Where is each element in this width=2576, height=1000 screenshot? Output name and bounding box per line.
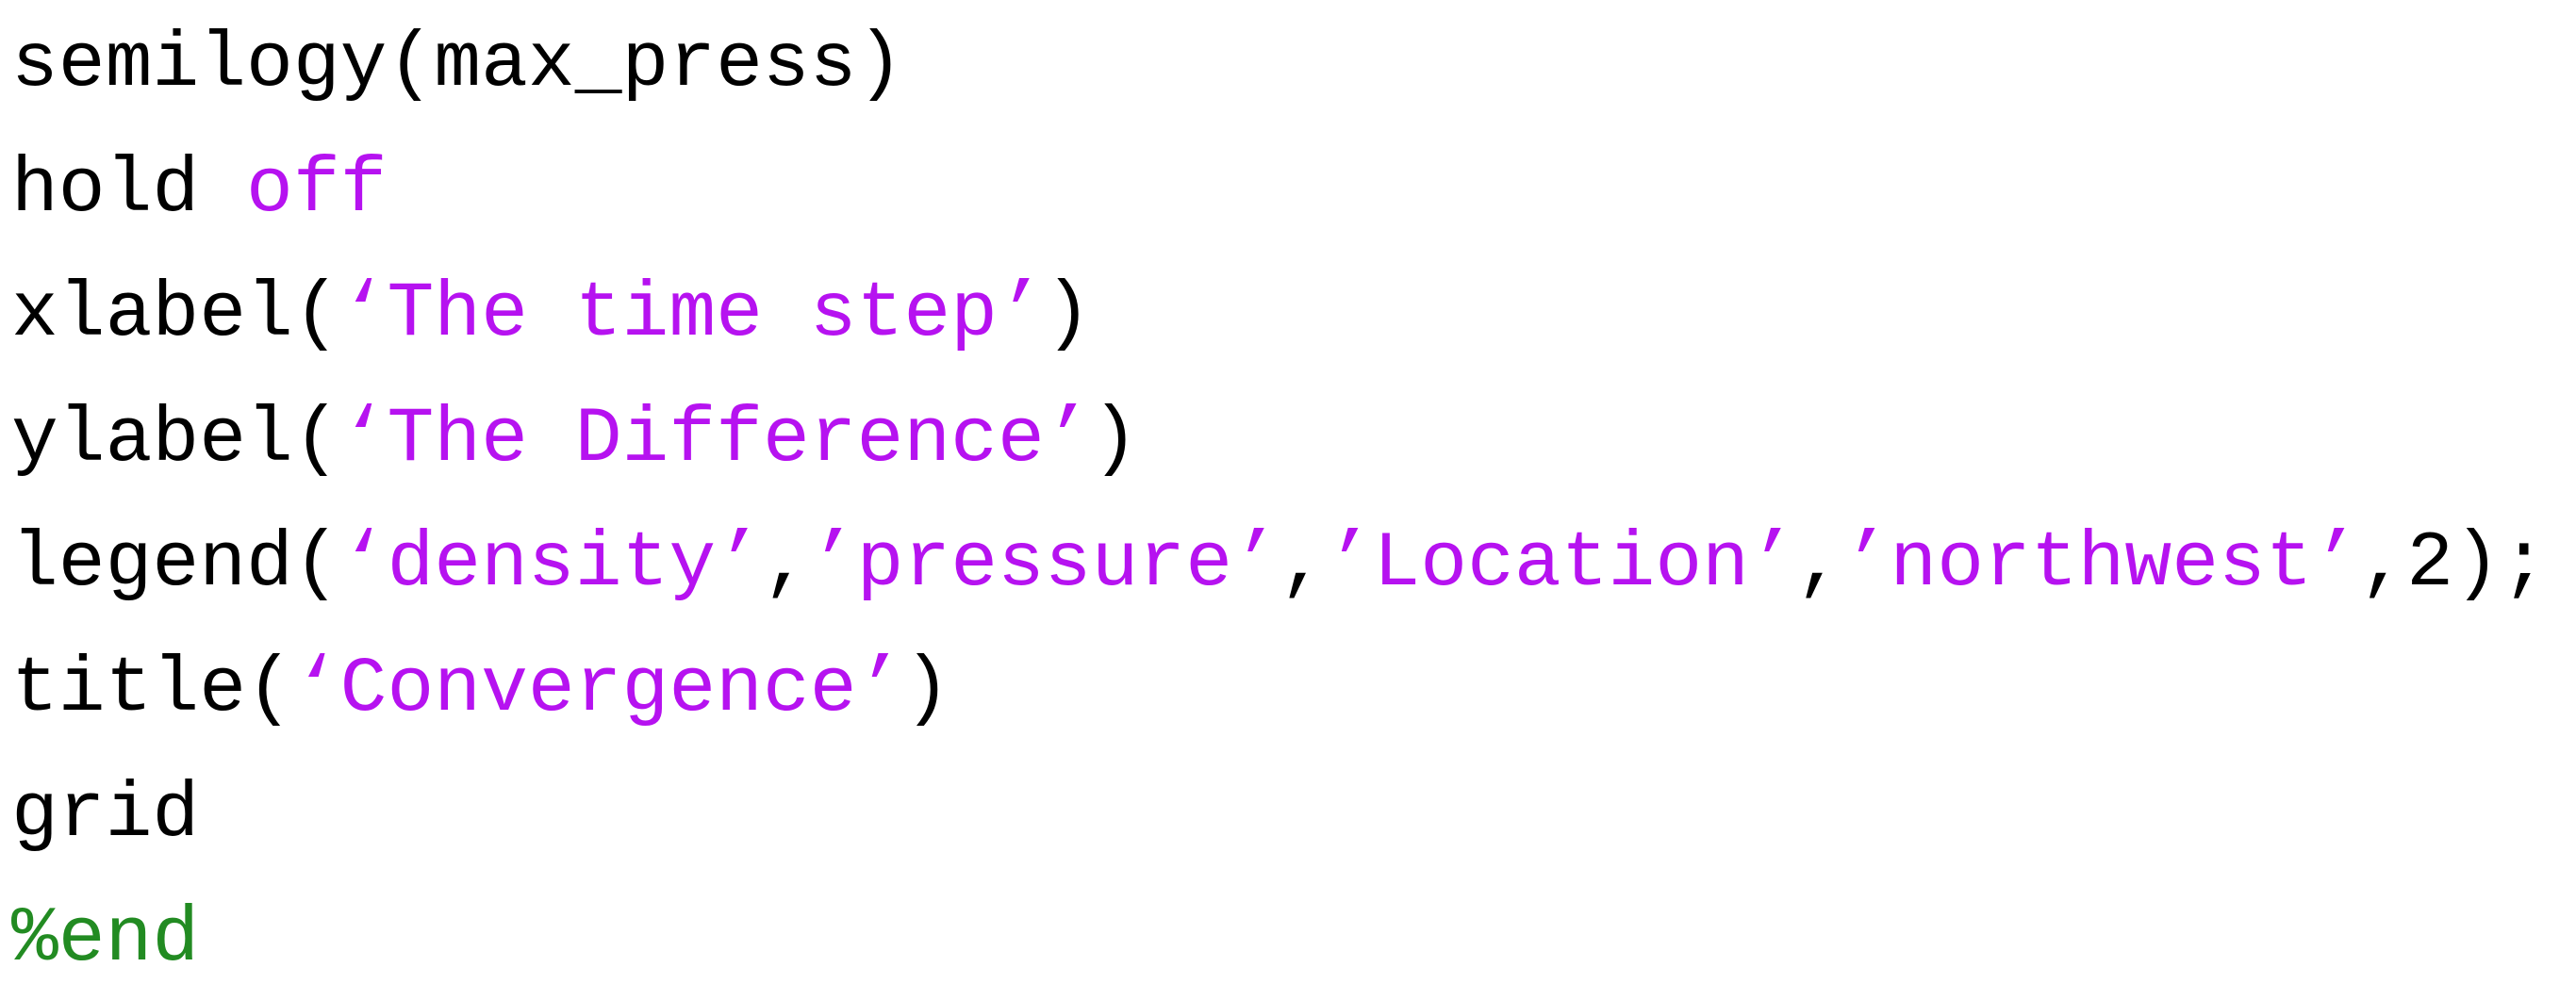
code-token: ,2); (2359, 519, 2548, 609)
code-token: grid (11, 769, 200, 859)
code-line: grid (11, 752, 2576, 877)
code-line: ylabel(‘The Difference’) (11, 377, 2576, 502)
code-line: xlabel(‘The time step’) (11, 252, 2576, 377)
code-token: hold (11, 144, 247, 234)
code-line: hold off (11, 127, 2576, 253)
code-token: ylabel( (11, 394, 340, 484)
code-token: , (1279, 519, 1327, 609)
code-token: %end (11, 894, 200, 984)
code-line: %end (11, 877, 2576, 1000)
code-token: , (1795, 519, 1843, 609)
code-line: legend(‘density’,’pressure’,’Location’,’… (11, 501, 2576, 627)
code-token: semilogy(max_press) (11, 20, 904, 108)
code-line: semilogy(max_press) (11, 2, 2576, 127)
code-token: ) (1044, 270, 1092, 359)
code-token: ‘The Difference’ (339, 394, 1092, 484)
code-token: ‘density’ (339, 519, 763, 609)
code-line: title(‘Convergence’) (11, 627, 2576, 752)
code-token: off (246, 144, 388, 234)
code-token: ’Location’ (1326, 519, 1796, 609)
code-token: ) (1091, 394, 1139, 484)
code-token: , (762, 519, 810, 609)
code-token: ‘Convergence’ (292, 644, 904, 733)
code-token: ’northwest’ (1842, 519, 2360, 609)
code-token: ’pressure’ (809, 519, 1280, 609)
code-token: legend( (11, 519, 340, 609)
code-token: xlabel( (11, 270, 340, 359)
code-token: ) (903, 644, 951, 733)
code-token: ‘The time step’ (339, 270, 1045, 359)
code-token: title( (11, 644, 293, 733)
